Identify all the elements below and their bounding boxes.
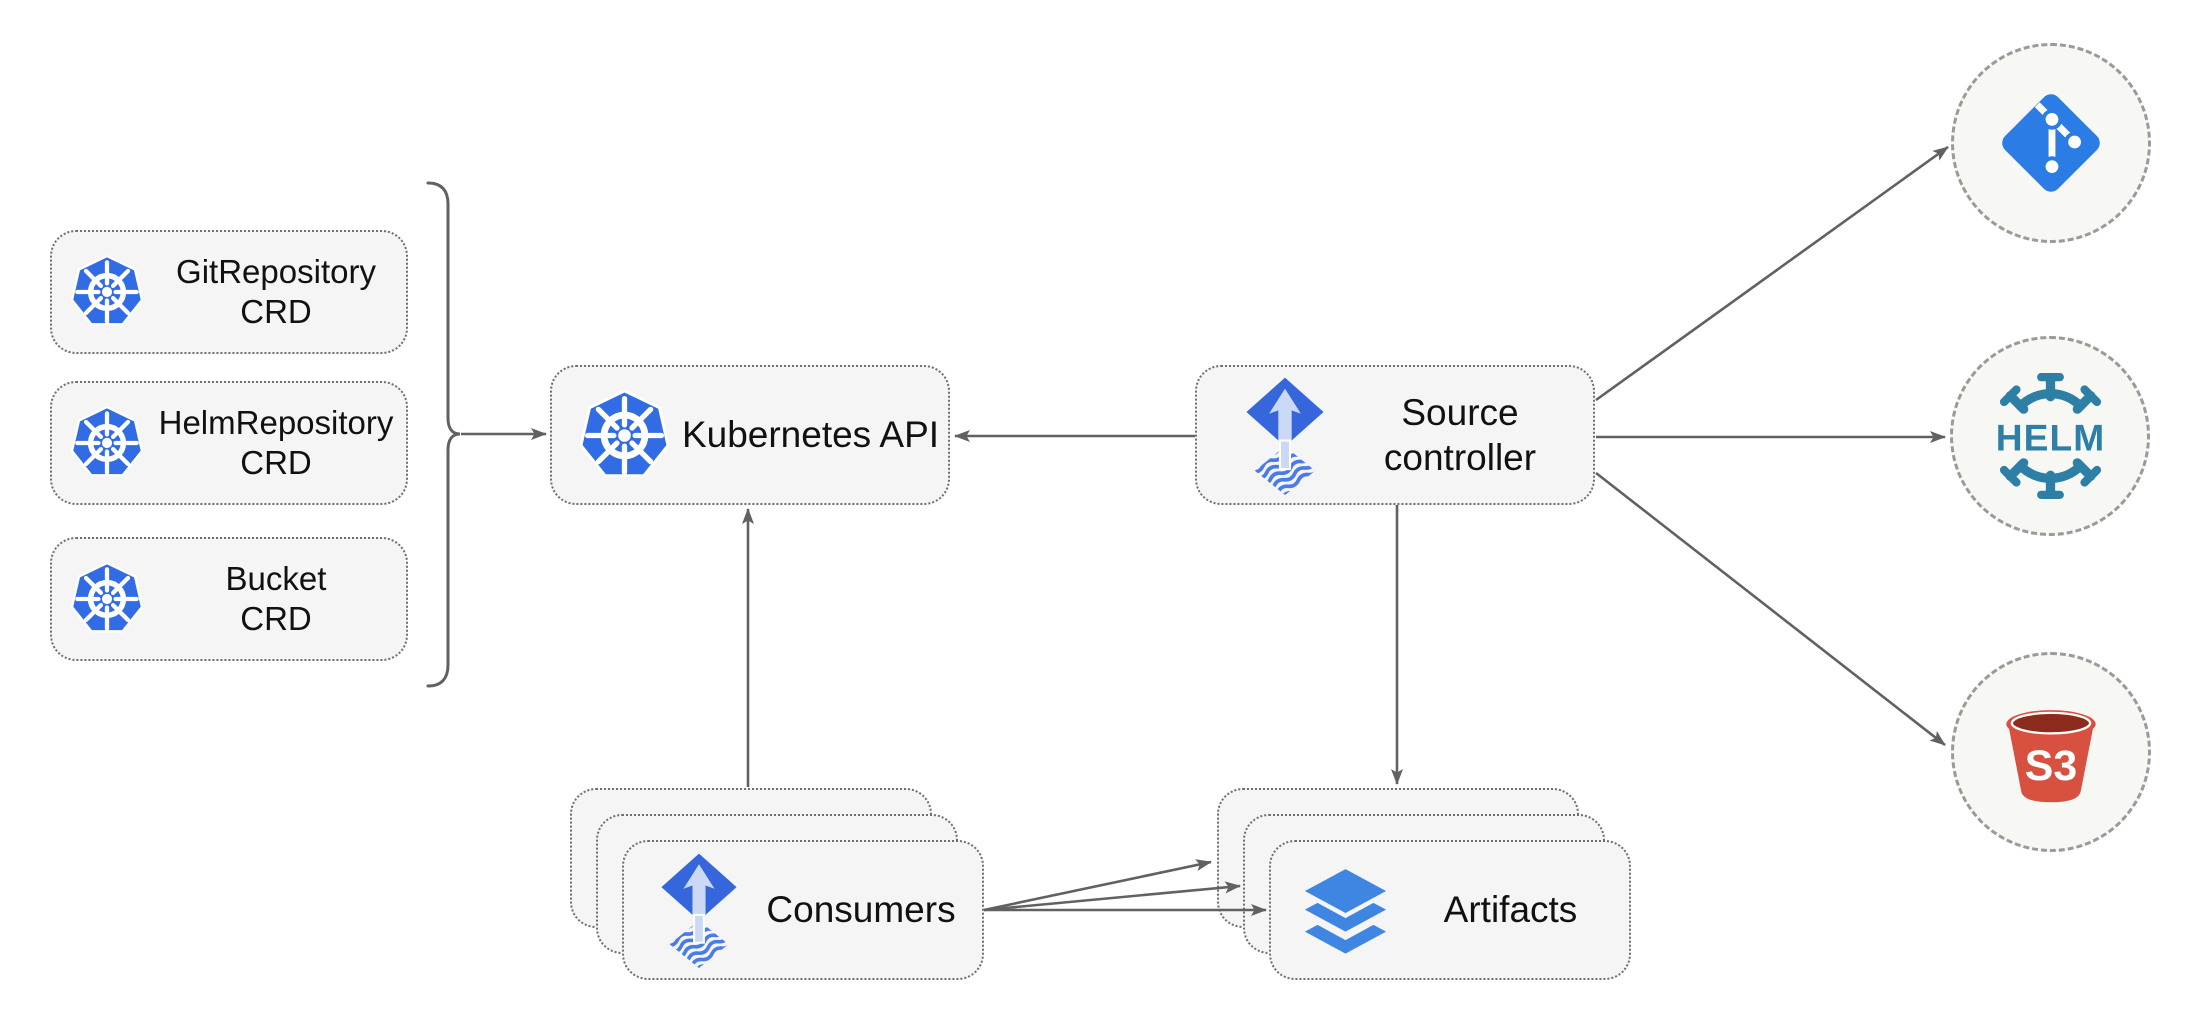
helm-source-circle: HELM [1950, 336, 2150, 536]
consumers-label: Consumers [766, 889, 956, 931]
helmrepository-crd-label: HelmRepository CRD [158, 403, 394, 481]
s3-wordmark: S3 [2025, 742, 2077, 790]
gitrepository-crd-label: GitRepository CRD [176, 252, 376, 330]
kubernetes-api-label: Kubernetes API [681, 414, 940, 456]
kubernetes-icon [68, 253, 146, 331]
helm-wordmark: HELM [1995, 416, 2104, 458]
bucket-crd-node: Bucket CRD [50, 537, 408, 661]
edge-source-controller-to-git [1595, 145, 1949, 402]
git-source-circle [1951, 43, 2151, 243]
helmrepository-crd-node: HelmRepository CRD [50, 381, 408, 505]
kubernetes-api-node: Kubernetes API [550, 365, 950, 505]
artifacts-node: Artifacts [1269, 840, 1631, 980]
helm-icon: HELM [1978, 372, 2123, 500]
source-controller-label: Source controller [1383, 391, 1537, 478]
layers-icon [1299, 864, 1392, 957]
flux-icon [1243, 376, 1327, 495]
artifacts-label: Artifacts [1443, 889, 1578, 931]
s3-bucket-icon: S3 [1995, 698, 2107, 806]
flux-icon [658, 852, 740, 968]
crd-group-bracket [426, 181, 461, 688]
s3-source-circle: S3 [1951, 652, 2151, 852]
edge-consumers-to-artifacts-back [983, 859, 1212, 912]
kubernetes-icon [68, 404, 146, 482]
source-controller-node: Source controller [1195, 365, 1595, 505]
gitrepository-crd-node: GitRepository CRD [50, 230, 408, 354]
bucket-crd-label: Bucket CRD [225, 559, 327, 637]
edge-source-controller-to-s3 [1595, 471, 1946, 747]
kubernetes-icon [68, 560, 146, 638]
git-icon [1992, 84, 2110, 202]
edge-consumers-to-artifacts-middle [983, 881, 1241, 912]
consumers-node: Consumers [622, 840, 984, 980]
kubernetes-icon [576, 387, 673, 484]
